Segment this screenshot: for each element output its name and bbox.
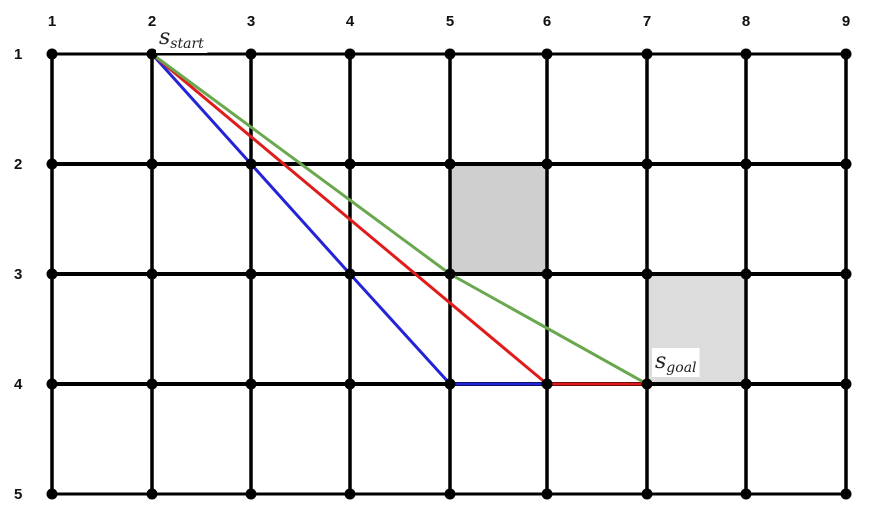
grid-node — [541, 48, 553, 60]
column-label-5: 5 — [446, 13, 454, 30]
grid-node — [840, 48, 852, 60]
column-label-8: 8 — [742, 13, 750, 30]
grid-nodes — [46, 48, 852, 500]
row-label-1: 1 — [14, 46, 22, 63]
grid-node — [245, 48, 257, 60]
grid-node — [444, 48, 456, 60]
column-label-1: 1 — [48, 13, 56, 30]
grid-node — [641, 158, 653, 170]
grid-node — [46, 158, 58, 170]
start-symbol: s — [159, 25, 170, 50]
svg-text:sstart: sstart — [159, 25, 204, 52]
grid-node — [245, 378, 257, 390]
grid-node — [146, 158, 158, 170]
grid-node — [840, 488, 852, 500]
grid-node — [641, 48, 653, 60]
goal-label-background — [652, 348, 700, 377]
grid-node — [444, 268, 456, 280]
grid-node — [740, 158, 752, 170]
grid-node — [146, 48, 158, 60]
row-label-2: 2 — [14, 156, 22, 173]
column-label-2: 2 — [148, 13, 156, 30]
grid-node — [46, 48, 58, 60]
row-label-3: 3 — [14, 266, 22, 283]
grid-node — [146, 488, 158, 500]
grid-node — [740, 378, 752, 390]
grid-node — [146, 268, 158, 280]
start-label-background — [156, 24, 208, 53]
grid-node — [740, 48, 752, 60]
grid-node — [840, 268, 852, 280]
start-subscript: start — [170, 36, 204, 52]
grid-node — [840, 378, 852, 390]
grid-node — [541, 488, 553, 500]
grid-node — [641, 378, 653, 390]
blocked-cell-1 — [450, 164, 547, 274]
grid-node — [740, 268, 752, 280]
column-label-4: 4 — [346, 13, 355, 30]
grid-node — [344, 378, 356, 390]
grid-node — [740, 488, 752, 500]
grid-node — [245, 268, 257, 280]
grid-node — [344, 488, 356, 500]
grid-node — [541, 158, 553, 170]
blue-path — [150, 52, 649, 386]
grid-node — [641, 268, 653, 280]
goal-subscript: goal — [666, 360, 696, 376]
grid-node — [46, 378, 58, 390]
paths — [150, 52, 649, 386]
grid-node — [444, 378, 456, 390]
grid-node — [344, 268, 356, 280]
column-label-7: 7 — [643, 13, 651, 30]
grid-node — [444, 488, 456, 500]
blocked-cells — [450, 164, 746, 384]
grid-node — [344, 158, 356, 170]
grid-node — [541, 268, 553, 280]
grid-node — [444, 158, 456, 170]
goal-label: sgoal — [652, 348, 700, 377]
grid-node — [840, 158, 852, 170]
grid-node — [245, 158, 257, 170]
row-labels: 1 2 3 4 5 — [14, 46, 23, 503]
red-path — [150, 52, 649, 386]
column-label-9: 9 — [842, 13, 850, 30]
grid-node — [46, 488, 58, 500]
start-label: sstart — [156, 24, 208, 53]
row-label-5: 5 — [14, 486, 22, 503]
grid-node — [541, 378, 553, 390]
column-label-3: 3 — [247, 13, 255, 30]
grid-node — [641, 488, 653, 500]
column-label-6: 6 — [543, 13, 551, 30]
goal-symbol: s — [655, 349, 666, 374]
svg-text:sgoal: sgoal — [655, 349, 697, 376]
grid-node — [245, 488, 257, 500]
green-path — [150, 52, 649, 386]
grid-node — [146, 378, 158, 390]
grid-node — [46, 268, 58, 280]
grid-node — [344, 48, 356, 60]
row-label-4: 4 — [14, 376, 23, 393]
column-labels: 1 2 3 4 5 6 7 8 9 — [48, 13, 850, 30]
